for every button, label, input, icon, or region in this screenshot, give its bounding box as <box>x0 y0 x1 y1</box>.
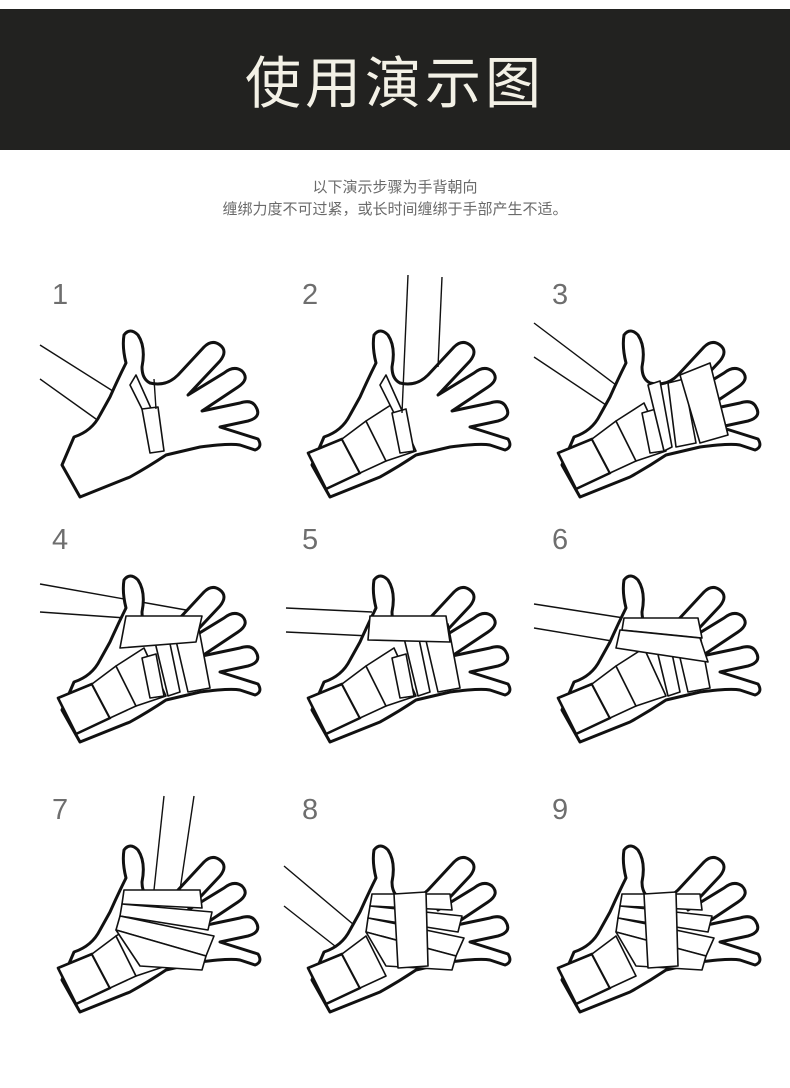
step-panel-5: 5 <box>280 520 530 750</box>
step-number-4: 4 <box>52 524 69 556</box>
hand-illustration-1 <box>39 329 262 499</box>
intro-text: 以下演示步骤为手背朝向 缠绑力度不可过紧，或长时间缠绑于手部产生不适。 <box>0 176 790 220</box>
step-panel-1: 1 <box>30 275 280 505</box>
step-panel-2: 2 <box>280 274 530 505</box>
step-number-8: 8 <box>302 794 319 826</box>
step-number-2: 2 <box>302 279 319 311</box>
hand-illustration-6 <box>533 574 762 744</box>
hand-illustration-3 <box>533 322 762 499</box>
step-number-3: 3 <box>552 279 569 311</box>
step-panel-9: 9 <box>530 790 780 1020</box>
step-panel-4: 4 <box>30 520 280 750</box>
step-number-6: 6 <box>552 524 569 556</box>
header-banner: 使用演示图 <box>0 9 790 150</box>
step-number-9: 9 <box>552 794 569 826</box>
step-number-5: 5 <box>302 524 319 556</box>
page-title: 使用演示图 <box>245 52 545 117</box>
hand-illustration-7 <box>56 795 262 1014</box>
hand-illustration-4 <box>39 574 262 744</box>
step-number-7: 7 <box>52 794 69 826</box>
step-panel-7: 7 <box>30 790 280 1020</box>
step-number-1: 1 <box>52 279 69 311</box>
intro-line-2: 缠绑力度不可过紧，或长时间缠绑于手部产生不适。 <box>222 200 568 218</box>
step-panel-8: 8 <box>280 790 530 1020</box>
hand-illustration-5 <box>285 574 512 744</box>
intro-line-1: 以下演示步骤为手背朝向 <box>312 178 478 196</box>
step-panel-3: 3 <box>530 275 780 505</box>
hand-illustration-2 <box>306 274 512 499</box>
step-panel-6: 6 <box>530 520 780 750</box>
hand-illustration-9 <box>556 844 762 1014</box>
hand-illustration-8 <box>283 844 512 1014</box>
